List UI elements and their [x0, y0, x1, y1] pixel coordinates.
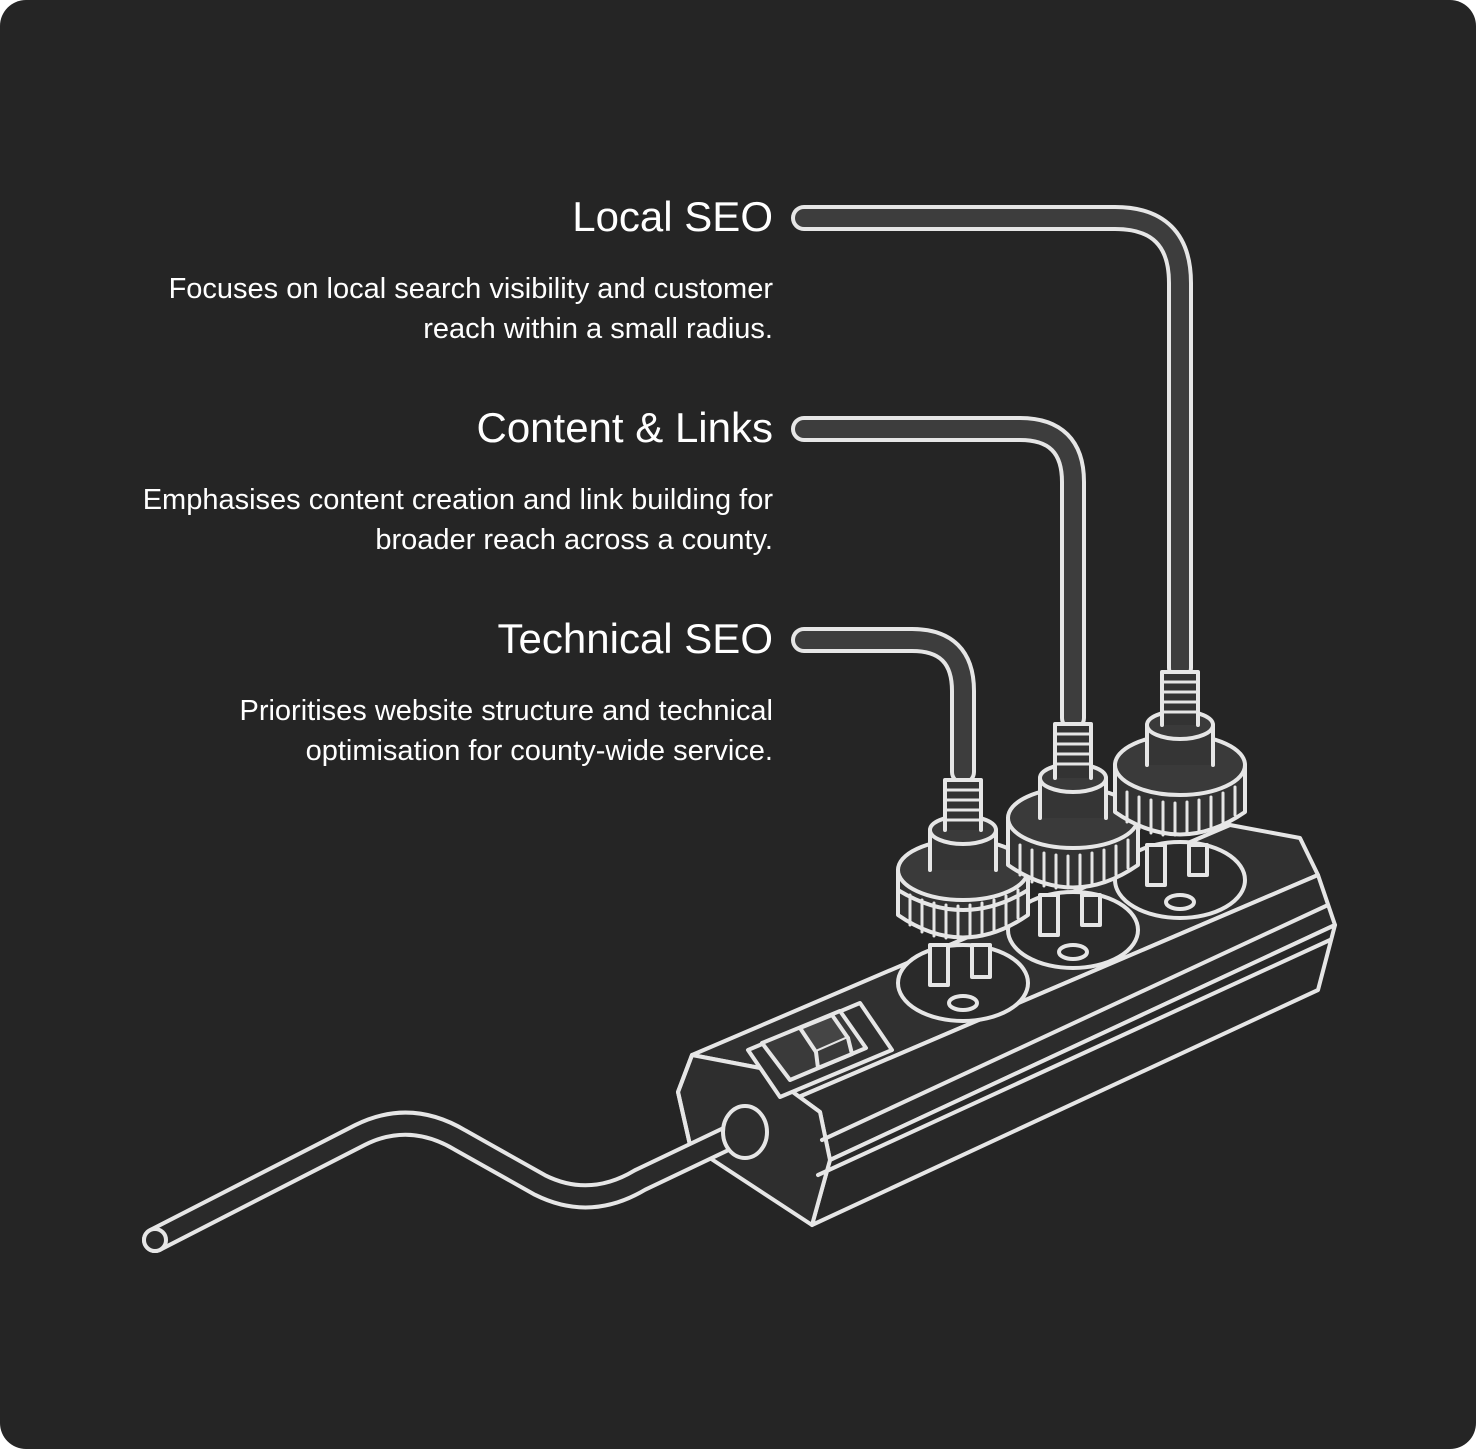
- label-local-seo: Local SEO Focuses on local search visibi…: [133, 193, 773, 349]
- plug-icon: [1113, 670, 1247, 887]
- cable-icon: [142, 1104, 769, 1253]
- label-technical-seo: Technical SEO Prioritises website struct…: [133, 615, 773, 771]
- cable-technical-seo: [791, 627, 976, 785]
- label-title: Local SEO: [572, 193, 773, 240]
- label-description: Focuses on local search visibility and c…: [168, 273, 773, 345]
- switch-icon: [746, 1001, 894, 1099]
- plug-icon: [896, 778, 1030, 987]
- label-title: Technical SEO: [497, 615, 773, 662]
- cable-local-seo: [791, 205, 1193, 681]
- label-description: Emphasises content creation and link bui…: [142, 484, 773, 556]
- power-strip-icon: [676, 823, 1337, 1227]
- cable-content-links: [791, 416, 1086, 731]
- label-title: Content & Links: [476, 404, 773, 451]
- plug-icon: [1006, 722, 1140, 937]
- label-content-links: Content & Links Emphasises content creat…: [133, 404, 773, 560]
- label-description: Prioritises website structure and techni…: [239, 695, 773, 767]
